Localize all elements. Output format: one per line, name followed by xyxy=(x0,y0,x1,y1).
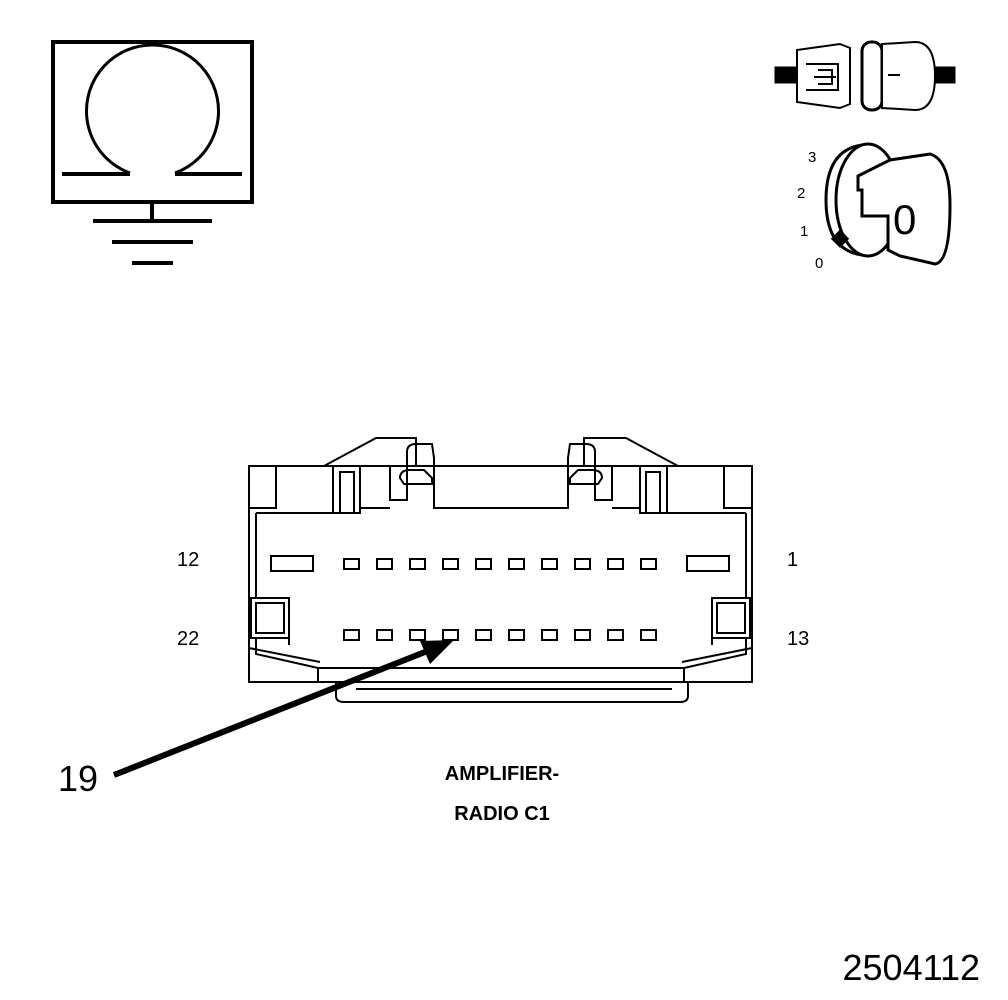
pin-cavity xyxy=(376,629,393,641)
pin-cavity xyxy=(607,558,624,570)
pin-cavity xyxy=(541,558,558,570)
callout-number: 19 xyxy=(58,758,98,799)
pin-label-1: 1 xyxy=(787,549,798,571)
pin-label-12: 12 xyxy=(177,549,199,571)
pin-cavity xyxy=(376,558,393,570)
figure-id: 2504112 xyxy=(843,947,980,988)
pin-cavity xyxy=(442,558,459,570)
pin-cavity xyxy=(508,558,525,570)
pin-label-22: 22 xyxy=(177,628,199,650)
pin-cavity xyxy=(508,629,525,641)
connector-name-line1: AMPLIFIER- xyxy=(445,763,559,785)
pin-cavities xyxy=(343,558,657,641)
ignition-key-off-icon xyxy=(824,142,952,266)
callout-arrow xyxy=(112,640,454,778)
ohmmeter-ground-icon xyxy=(51,40,254,265)
disconnected-connector-icon xyxy=(774,40,956,112)
pin-label-13: 13 xyxy=(787,628,809,650)
ignition-position-2: 2 xyxy=(797,185,805,202)
pin-cavity xyxy=(574,558,591,570)
connector-face xyxy=(248,437,753,703)
pin-cavity xyxy=(343,629,360,641)
pin-cavity xyxy=(442,629,459,641)
pin-cavity xyxy=(640,558,657,570)
pin-cavity xyxy=(475,558,492,570)
pin-cavity xyxy=(541,629,558,641)
ignition-position-3: 3 xyxy=(808,149,816,166)
pin-cavity xyxy=(574,629,591,641)
pin-cavity xyxy=(343,558,360,570)
ignition-key-label: 0 xyxy=(893,196,916,243)
ignition-position-0: 0 xyxy=(815,255,823,272)
pin-cavity xyxy=(409,629,426,641)
connector-name-line2: RADIO C1 xyxy=(454,803,550,825)
pin-cavity xyxy=(409,558,426,570)
pin-cavity xyxy=(640,629,657,641)
ignition-position-1: 1 xyxy=(800,223,808,240)
pin-cavity xyxy=(475,629,492,641)
pin-cavity xyxy=(607,629,624,641)
